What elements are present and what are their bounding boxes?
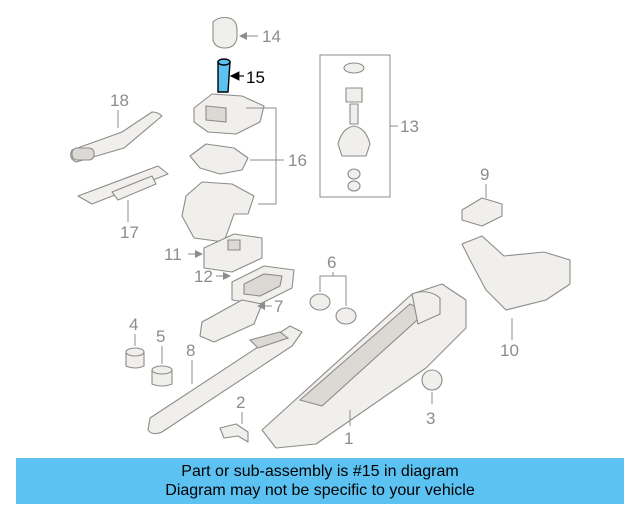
callout-10: 10 (500, 341, 519, 360)
callout-2: 2 (236, 393, 245, 412)
part-1-center-console[interactable]: 1 (261, 283, 467, 449)
callout-9: 9 (480, 165, 489, 184)
part-8-side-trim[interactable]: 8 (147, 325, 303, 435)
part-15-shift-boot-cylinder[interactable]: 15 (217, 58, 265, 93)
part-4-plug[interactable]: 4 (125, 315, 145, 369)
callout-4: 4 (129, 315, 138, 334)
banner-line-2: Diagram may not be specific to your vehi… (165, 482, 475, 499)
callout-5: 5 (156, 327, 165, 346)
callout-7: 7 (274, 297, 283, 316)
part-17-handbrake-bracket[interactable]: 17 (77, 165, 169, 242)
part-2-bracket[interactable]: 2 (219, 393, 249, 443)
callout-14: 14 (262, 27, 281, 46)
part-6-clips[interactable]: 6 (309, 253, 357, 325)
callout-11: 11 (164, 245, 182, 264)
part-16-shifter-indicator-assembly[interactable]: 16 (181, 93, 307, 243)
part-18-handbrake-lever[interactable]: 18 (70, 91, 163, 163)
banner-line-1: Part or sub-assembly is #15 in diagram (181, 463, 459, 480)
callout-18: 18 (110, 91, 129, 110)
part-12-shifter-bezel[interactable]: 12 (194, 265, 295, 305)
part-13-shifter-kit[interactable]: 13 (319, 54, 419, 198)
part-14-shift-knob[interactable]: 14 (212, 16, 281, 49)
part-5-plug[interactable]: 5 (151, 327, 173, 387)
info-banner: Part or sub-assembly is #15 in diagram D… (16, 458, 624, 504)
callout-6: 6 (327, 253, 336, 272)
parts-diagram: 14 15 18 17 16 (70, 16, 571, 449)
part-10-rear-panel[interactable]: 10 (461, 235, 571, 360)
callout-8: 8 (186, 341, 195, 360)
callout-16: 16 (288, 151, 307, 170)
callout-3: 3 (426, 409, 435, 428)
callout-17: 17 (120, 223, 139, 242)
part-3-knob[interactable]: 3 (421, 369, 443, 428)
part-11-shifter-base[interactable]: 11 (164, 233, 263, 273)
callout-1: 1 (344, 429, 353, 448)
callout-12: 12 (194, 267, 213, 286)
part-9-cover[interactable]: 9 (461, 165, 503, 227)
part-7-trim-plate[interactable]: 7 (199, 297, 283, 343)
callout-13: 13 (400, 117, 419, 136)
callout-15: 15 (246, 68, 265, 87)
